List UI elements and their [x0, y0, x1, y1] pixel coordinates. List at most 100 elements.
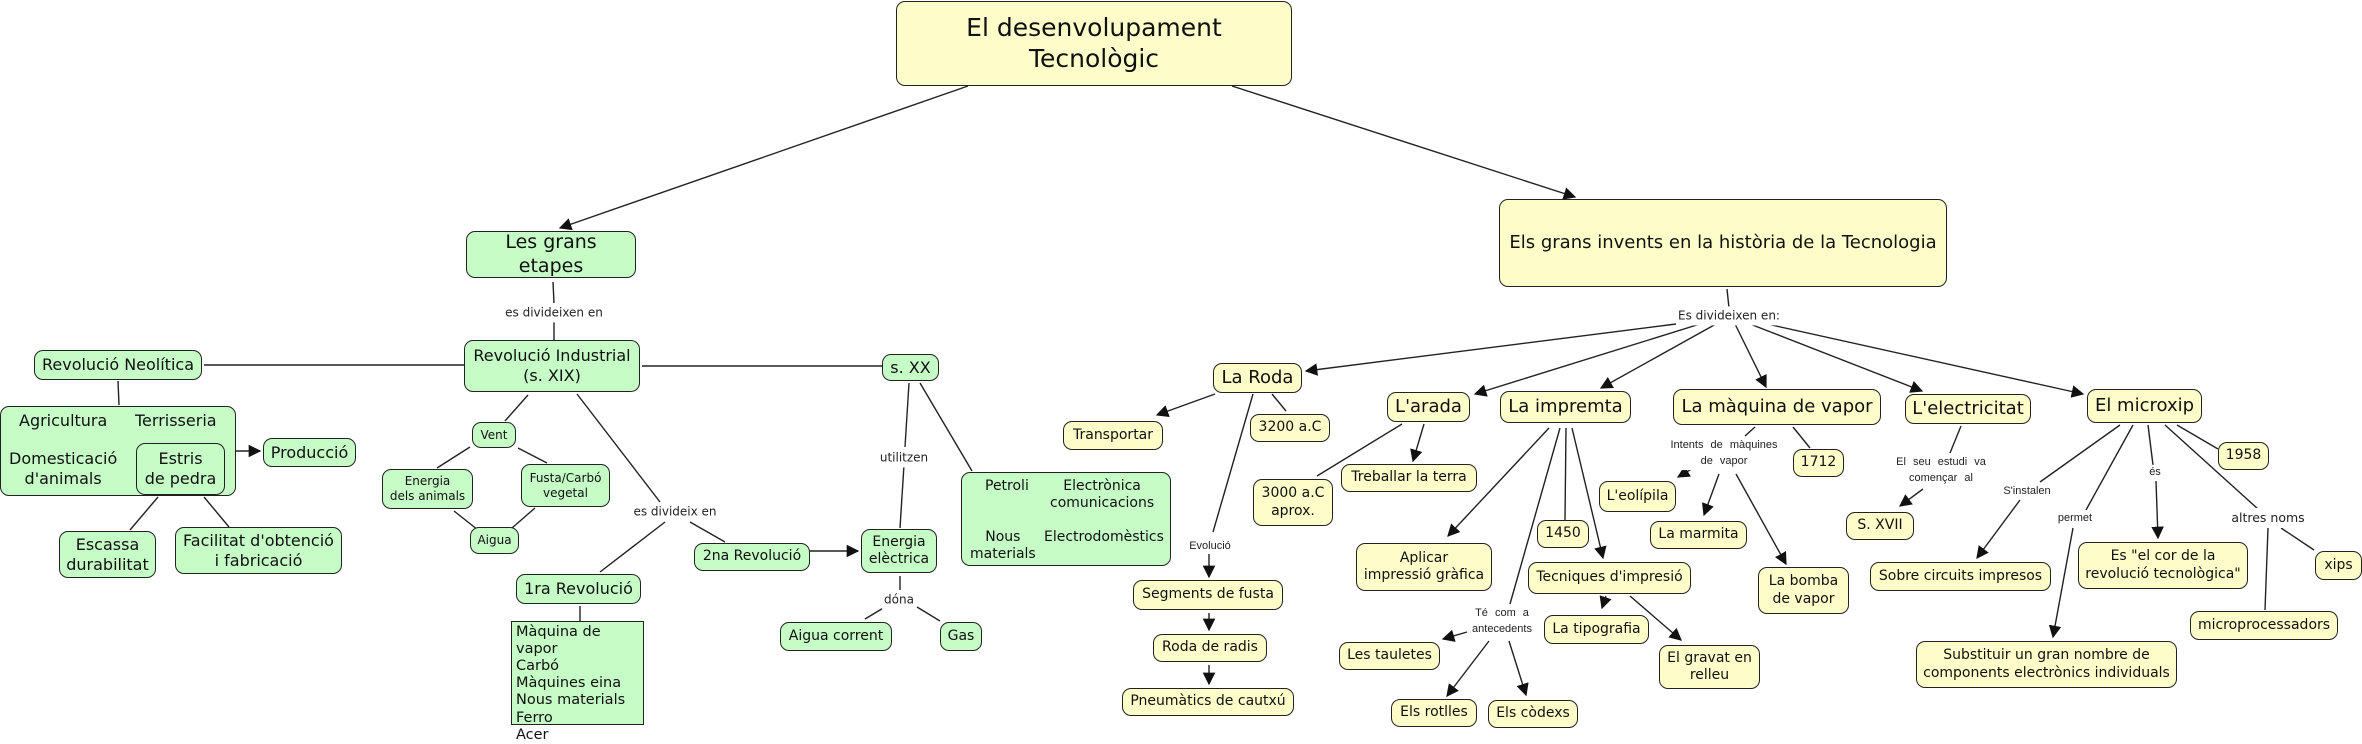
- node-eolipila[interactable]: L'eolípila: [1599, 481, 1676, 512]
- node-roda-radis[interactable]: Roda de radis: [1153, 634, 1267, 662]
- link-intents-bomba: [1735, 473, 1787, 566]
- link-dona-aigua: [864, 606, 886, 620]
- node-vent[interactable]: Vent: [472, 422, 516, 448]
- node-1ra-revolucio-list[interactable]: Màquina de vapor Carbó Màquines eina Nou…: [511, 621, 644, 743]
- link-estris-facilitat: [203, 496, 230, 528]
- node-el-gravat[interactable]: El gravat en relleu: [1659, 645, 1760, 689]
- link-vent-fusta: [517, 447, 548, 464]
- link-noms-micro: [2264, 527, 2269, 611]
- link-roda-evolucio: [1212, 393, 1254, 533]
- node-maquina-vapor[interactable]: La màquina de vapor: [1673, 389, 1881, 425]
- node-la-tipografia[interactable]: La tipografia: [1544, 615, 1649, 644]
- link-title-invents: [1231, 85, 1577, 200]
- node-electricitat[interactable]: L'electricitat: [1905, 394, 2031, 424]
- node-facilitat[interactable]: Facilitat d'obtenció i fabricació: [175, 527, 342, 574]
- link-arada-treballar: [1410, 423, 1425, 463]
- node-el-microxip[interactable]: El microxip: [2087, 389, 2202, 423]
- link-noms-xips: [2280, 527, 2315, 551]
- link-divide-vapor: [1734, 323, 1767, 389]
- link-impremta-tech: [1571, 427, 1607, 560]
- node-la-marmita[interactable]: La marmita: [1650, 521, 1747, 549]
- link-industrial-vent: [504, 394, 529, 422]
- node-gas[interactable]: Gas: [940, 622, 982, 651]
- node-pneumatics[interactable]: Pneumàtics de cautxú: [1122, 688, 1294, 716]
- node-circuits-impresos[interactable]: Sobre circuits impresos: [1870, 562, 2051, 591]
- node-aplicar-impressio[interactable]: Aplicar impressió gràfica: [1356, 543, 1492, 591]
- link-dona-gas: [916, 606, 941, 622]
- node-les-tauletes[interactable]: Les tauletes: [1339, 642, 1440, 670]
- item-electrodomestics: Electrodomèstics: [1044, 529, 1164, 545]
- link-divide-microxip: [1766, 323, 2085, 398]
- node-2na-revolucio[interactable]: 2na Revolució: [694, 543, 810, 571]
- link-impremta-aplicar: [1447, 427, 1550, 537]
- node-3000-ac[interactable]: 3000 a.C aprox.: [1253, 479, 1333, 526]
- link-label-intents: Intents de màquines de vapor: [1668, 438, 1780, 470]
- node-microprocessadors[interactable]: microprocessadors: [2190, 611, 2338, 640]
- link-label-dona: dóna: [882, 590, 916, 610]
- link-etapes-divide: [552, 281, 555, 304]
- link-neolitica-group: [117, 380, 120, 406]
- link-microxip-permet: [2085, 424, 2134, 511]
- node-s-xvii[interactable]: S. XVII: [1846, 512, 1914, 540]
- node-energia-electrica[interactable]: Energia elèctrica: [861, 529, 937, 573]
- node-xips[interactable]: xips: [2315, 551, 2362, 580]
- link-es-cor: [2151, 480, 2164, 540]
- node-aigua[interactable]: Aigua: [470, 527, 519, 554]
- link-divide-arada: [1473, 323, 1701, 397]
- node-segments-fusta[interactable]: Segments de fusta: [1133, 580, 1283, 610]
- node-revolucio-industrial[interactable]: Revolució Industrial (s. XIX): [464, 340, 640, 392]
- link-divide-electricitat: [1749, 323, 1924, 393]
- link-sinstalen-circuits: [1976, 499, 2021, 560]
- node-l-arada[interactable]: L'arada: [1387, 392, 1470, 422]
- link-invents-divide: [1726, 288, 1730, 309]
- node-grans-invents[interactable]: Els grans invents en la història de la T…: [1499, 199, 1947, 287]
- node-energia-animals[interactable]: Energia dels animals: [382, 469, 473, 509]
- link-label-permet: permet: [2055, 510, 2095, 526]
- link-label-sinstalen: S'instalen: [2001, 483, 2053, 499]
- link-sxx-group: [919, 382, 973, 472]
- link-intents-marmita: [1701, 473, 1720, 517]
- node-treballar-terra[interactable]: Treballar la terra: [1341, 464, 1477, 492]
- link-label-es-divideixen: es divideixen en: [503, 303, 605, 323]
- node-1450[interactable]: 1450: [1537, 520, 1589, 548]
- node-1ra-revolucio[interactable]: 1ra Revolució: [516, 574, 641, 604]
- node-sxx-group[interactable]: Petroli Electrònica comunicacions Nous m…: [961, 472, 1171, 566]
- node-la-impremta[interactable]: La impremta: [1500, 391, 1631, 423]
- node-escassa-durabilitat[interactable]: Escassa durabilitat: [59, 531, 156, 578]
- node-substituir[interactable]: Substituir un gran nombre de components …: [1916, 641, 2177, 688]
- node-revolucio-neolitica[interactable]: Revolució Neolítica: [34, 350, 202, 380]
- link-industrial-divideix: [576, 393, 661, 503]
- node-3200-ac[interactable]: 3200 a.C: [1250, 414, 1330, 442]
- link-roda-transportar: [1155, 393, 1216, 418]
- link-microxip-1958: [2176, 424, 2219, 450]
- link-fusta-aigua: [511, 507, 536, 529]
- node-tecniques-impresio[interactable]: Tecniques d'impresió: [1528, 562, 1691, 594]
- node-transportar[interactable]: Transportar: [1063, 421, 1163, 450]
- node-1958[interactable]: 1958: [2218, 442, 2269, 470]
- node-bomba-vapor[interactable]: La bomba de vapor: [1758, 567, 1849, 614]
- node-la-roda[interactable]: La Roda: [1213, 363, 1302, 393]
- link-impremta-1450: [1564, 427, 1567, 521]
- node-aigua-corrent[interactable]: Aigua corrent: [780, 622, 892, 651]
- node-1712[interactable]: 1712: [1793, 449, 1844, 477]
- link-label-te-com-a-antecedents: Té com a antecedents: [1470, 606, 1534, 638]
- node-produccio[interactable]: Producció: [263, 438, 356, 467]
- node-els-codexs[interactable]: Els còdexs: [1488, 700, 1578, 728]
- node-s-xx[interactable]: s. XX: [882, 354, 939, 381]
- node-els-rotlles[interactable]: Els rotlles: [1391, 699, 1477, 727]
- node-grans-etapes[interactable]: Les grans etapes: [466, 231, 636, 278]
- node-estris-pedra[interactable]: Estris de pedra: [136, 443, 225, 495]
- title-node[interactable]: El desenvolupament Tecnològic: [896, 1, 1292, 86]
- node-cor-revolucio[interactable]: Es "el cor de la revolució tecnològica": [2078, 542, 2248, 589]
- link-microxip-sinstalen: [2039, 424, 2121, 483]
- node-neolitica-group[interactable]: Agricultura Terrisseria Domesticació d'a…: [0, 406, 236, 496]
- node-fusta-carbo[interactable]: Fusta/Carbó vegetal: [521, 464, 610, 507]
- link-title-etapes: [558, 85, 969, 231]
- link-microxip-noms: [2164, 424, 2259, 510]
- link-divideix-rev2: [689, 521, 726, 543]
- link-divideix-rev1: [599, 521, 666, 573]
- link-electricitat-estudi: [1949, 425, 1962, 454]
- item-electronica: Electrònica comunicacions: [1050, 478, 1155, 511]
- link-permet-substituir: [2048, 527, 2074, 639]
